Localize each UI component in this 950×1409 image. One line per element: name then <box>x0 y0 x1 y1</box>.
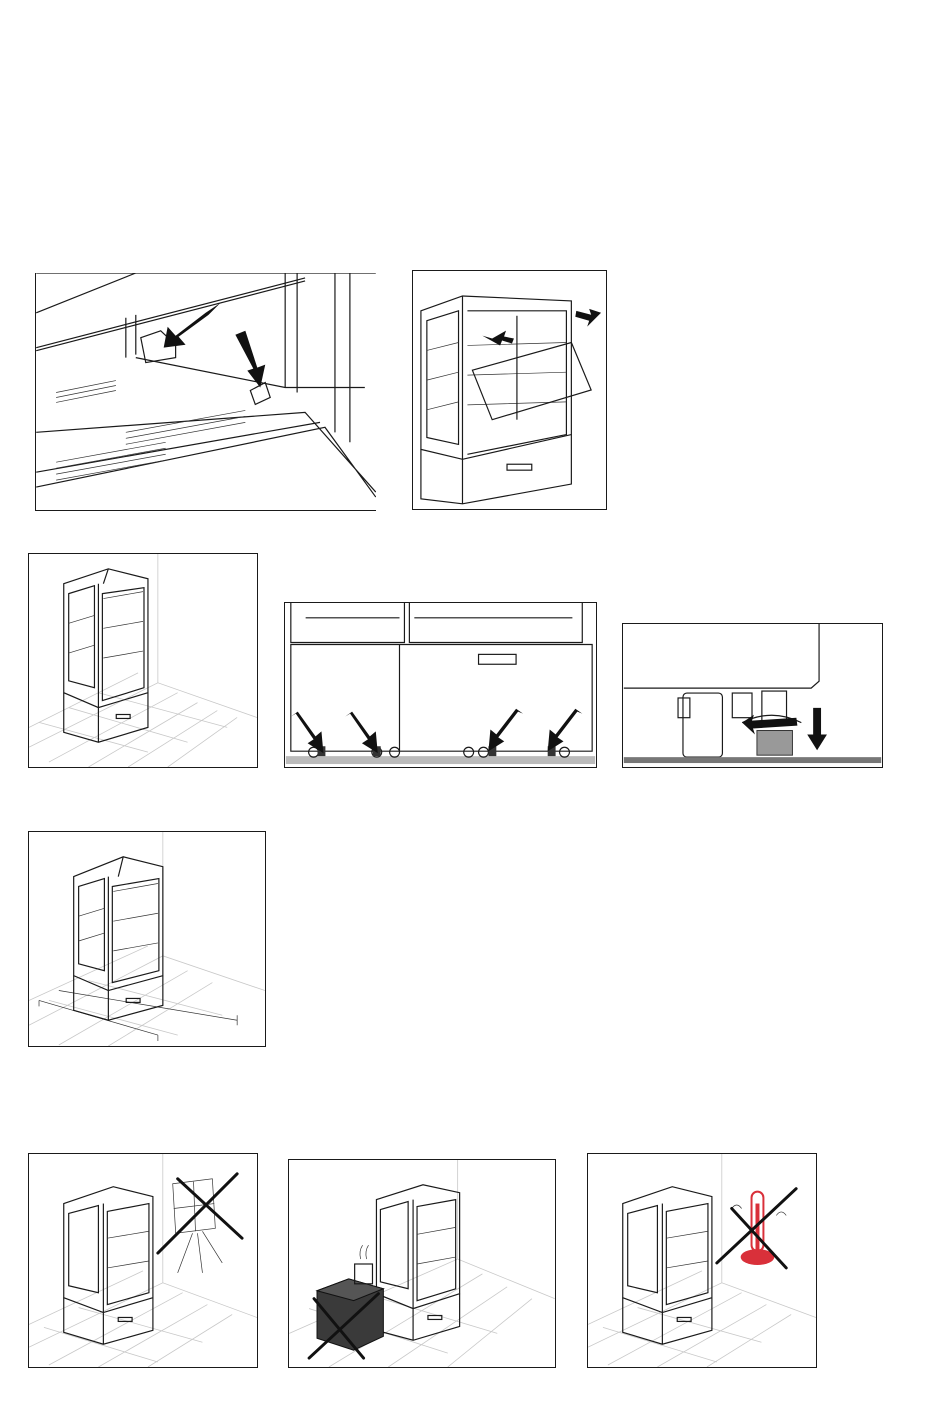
fig-glass-shelf-insert <box>412 270 607 510</box>
cabinet-clearance-illustration <box>29 832 265 1046</box>
no-heat-source-illustration <box>289 1160 555 1367</box>
shelf-insert-illustration <box>413 271 606 509</box>
fig-base-feet <box>284 602 597 768</box>
arrow-foot-4-icon <box>548 709 583 751</box>
fig-shelf-brackets <box>35 273 376 511</box>
shelf-bracket-illustration <box>36 273 376 510</box>
cross-mark-sunlight-icon <box>158 1174 242 1253</box>
arrow-right-shelf-icon <box>575 309 601 327</box>
fig-cabinet-placed <box>28 553 258 768</box>
cabinet-on-grid-illustration <box>29 554 257 767</box>
feet-illustration <box>285 603 596 767</box>
arrow-foot-2-icon <box>345 712 378 753</box>
fig-cabinet-clearance <box>28 831 266 1047</box>
no-high-temperature-illustration <box>588 1154 816 1367</box>
leveling-foot-illustration <box>623 624 882 767</box>
fig-no-sunlight <box>28 1153 258 1368</box>
fig-foot-adjust <box>622 623 883 768</box>
arrow-foot-1-icon <box>291 712 324 753</box>
down-arrow-icon <box>807 708 827 750</box>
arrow-foot-3-icon <box>488 709 523 751</box>
fig-no-heat-source <box>288 1159 556 1368</box>
thermometer-icon <box>741 1192 775 1265</box>
arrow-left-shelf-icon <box>482 331 514 346</box>
fig-no-high-temperature <box>587 1153 817 1368</box>
no-sunlight-illustration <box>29 1154 257 1367</box>
arrow-left-bracket-icon <box>164 303 221 348</box>
